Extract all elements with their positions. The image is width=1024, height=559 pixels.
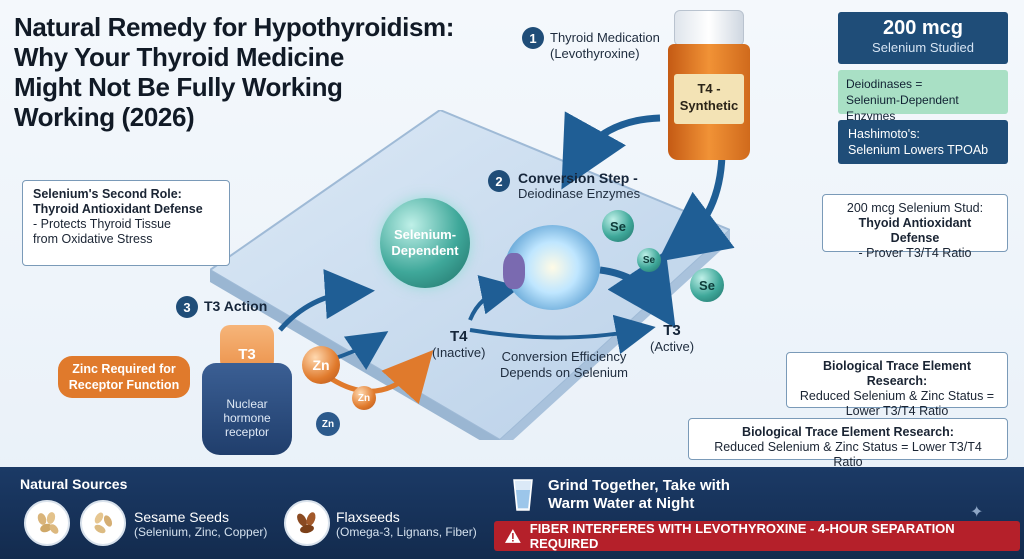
receptor-body: Nuclear hormone receptor (202, 363, 292, 455)
t4-title: T4 (449, 328, 468, 345)
se-atom-1: Se (602, 210, 634, 242)
right-box3-line-2: Reduced Selenium & Zinc Status = Lower T… (714, 440, 982, 469)
page-title: Natural Remedy for Hypothyroidism: Why Y… (14, 12, 534, 132)
bottle-label-line-2: Synthetic (679, 98, 739, 113)
se-atom-3: Se (690, 268, 724, 302)
right-box1-line-1: 200 mcg Selenium Stud: (846, 201, 984, 215)
sphere-line-2: Dependent (391, 243, 459, 258)
card-200mcg-big: 200 mcg (882, 17, 964, 39)
sesame-seeds-icon (24, 500, 70, 546)
right-box2-line-1: Biological Trace Element Research: (823, 359, 971, 388)
zn-atom-large: Zn (302, 346, 340, 384)
title-line-1: Natural Remedy for Hypothyroidism: (14, 12, 455, 42)
arrow-zn-to-t4 (328, 350, 434, 405)
selenium-second-role-box: Selenium's Second Role: Thyroid Antioxid… (22, 180, 230, 266)
t3-label: T3 (Active) (650, 322, 694, 355)
selenium-dependent-sphere: Selenium- Dependent (380, 198, 470, 288)
title-line-2: Why Your Thyroid Medicine (14, 42, 344, 72)
conversion-note: Conversion Efficiency Depends on Seleniu… (500, 349, 628, 381)
sphere-line-1: Selenium- (393, 227, 457, 242)
instruction-text: Grind Together, Take with Warm Water at … (548, 477, 730, 513)
zinc-note-line-1: Zinc Required for (72, 362, 176, 376)
sesame-sub: (Selenium, Zinc, Copper) (134, 525, 268, 539)
left-box-line-4: from Oxidative Stress (33, 232, 153, 246)
bottle-cap (674, 10, 744, 46)
step-1-line-2: (Levothyroxine) (550, 46, 640, 61)
nuclear-receptor: T3 Nuclear hormone receptor (202, 325, 292, 455)
arrow-t4-to-t3 (469, 314, 656, 355)
t4-label: T4 (Inactive) (432, 328, 485, 361)
arrow-step3-to-platform (278, 269, 375, 332)
left-box-line-2: Thyroid Antioxidant Defense (33, 202, 203, 216)
research-box-1: Biological Trace Element Research: Reduc… (786, 352, 1008, 418)
right-box1-line-3: - Prover T3/T4 Ratio (858, 246, 972, 260)
pill-bottle: T4 - Synthetic (668, 10, 750, 160)
arrow-bottle-to-se (657, 154, 735, 262)
zn-atom-blue: Zn (316, 412, 340, 436)
right-box3-line-1: Biological Trace Element Research: (742, 425, 954, 439)
t4-sub: (Inactive) (432, 345, 486, 360)
card-deiodinases-line-2: Selenium-Dependent Enzymes (846, 93, 959, 123)
step-1-badge: 1 (522, 27, 544, 49)
natural-sources-title: Natural Sources (20, 476, 128, 492)
right-box1-line-2: Thyoid Antioxidant Defense (858, 216, 972, 245)
title-line-3: Might Not Be Fully Working (14, 72, 343, 102)
zinc-note-line-2: Receptor Function (68, 378, 180, 392)
step-3-title: T3 Action (204, 298, 268, 314)
left-box-line-3: - Protects Thyroid Tissue (33, 217, 172, 231)
t3-title: T3 (663, 322, 681, 339)
flax-sub: (Omega-3, Lignans, Fiber) (336, 525, 477, 539)
warning-icon (504, 529, 521, 543)
receptor-line-1: Nuclear (226, 397, 268, 411)
title-line-4: Working (2026) (14, 102, 195, 132)
receptor-line-2: hormone (223, 411, 271, 425)
step-2-label: Conversion Step - Deiodinase Enzymes (518, 170, 640, 202)
sesame-title: Sesame Seeds (134, 509, 229, 525)
instruction-line-2: Warm Water at Night (548, 495, 695, 512)
flaxseeds-icon (284, 500, 330, 546)
t3-sub: (Active) (650, 339, 695, 354)
warning-text: FIBER INTERFERES WITH LEVOTHYROXINE - 4-… (529, 521, 955, 551)
sparkle-icon: ✦ (970, 504, 984, 521)
step-3-badge: 3 (176, 296, 198, 318)
card-200mcg-small: Selenium Studied (872, 40, 974, 55)
zn-atom-small: Zn (352, 386, 376, 410)
receptor-line-3: receptor (224, 425, 270, 439)
deiodinase-enzyme-icon (503, 225, 600, 310)
research-box-2: Biological Trace Element Research: Reduc… (688, 418, 1008, 469)
arrow-conversion-to-t3 (599, 250, 676, 329)
bottle-label-line-1: T4 - (697, 81, 721, 96)
instruction-line-1: Grind Together, Take with (548, 477, 730, 494)
conversion-note-line-2: Depends on Selenium (500, 365, 628, 380)
card-hashimotos-line-1: Hashimoto's: (848, 127, 920, 141)
selenium-study-box: 200 mcg Selenium Stud: Thyoid Antioxidan… (822, 194, 1008, 260)
warning-banner: FIBER INTERFERES WITH LEVOTHYROXINE - 4-… (494, 521, 1020, 551)
arrow-bottle-to-conversion (561, 111, 661, 190)
step-1-label: Thyroid Medication (Levothyroxine) (550, 30, 660, 62)
flax-label: Flaxseeds (Omega-3, Lignans, Fiber) (336, 509, 477, 539)
conversion-note-line-1: Conversion Efficiency (501, 349, 627, 364)
sesame-seeds-icon-2 (80, 500, 126, 546)
water-glass-icon (512, 478, 534, 512)
right-box2-line-2: Reduced Selenium & Zinc Status = (799, 389, 995, 403)
left-box-line-1: Selenium's Second Role: (33, 187, 182, 201)
step-1-line-1: Thyroid Medication (550, 30, 660, 45)
card-hashimotos-line-2: Selenium Lowers TPOAb (848, 143, 989, 157)
step-2-subtitle: Deiodinase Enzymes (518, 186, 641, 201)
flax-title: Flaxseeds (336, 509, 400, 525)
step-2-badge: 2 (488, 170, 510, 192)
card-deiodinases: Deiodinases = Selenium-Dependent Enzymes (838, 70, 1008, 123)
arrow-t4-to-conversion (468, 275, 521, 321)
bottle-label: T4 - Synthetic (674, 74, 744, 124)
step-2-title: Conversion Step - (518, 170, 638, 186)
right-box2-line-3: Lower T3/T4 Ratio (845, 404, 949, 418)
zinc-note-pill: Zinc Required for Receptor Function (58, 356, 190, 398)
card-200mcg: 200 mcg Selenium Studied (838, 12, 1008, 64)
sesame-label: Sesame Seeds (Selenium, Zinc, Copper) (134, 509, 267, 539)
card-deiodinases-line-1: Deiodinases = (846, 77, 923, 91)
card-hashimotos: Hashimoto's: Selenium Lowers TPOAb (838, 120, 1008, 164)
se-atom-2: Se (637, 248, 661, 272)
